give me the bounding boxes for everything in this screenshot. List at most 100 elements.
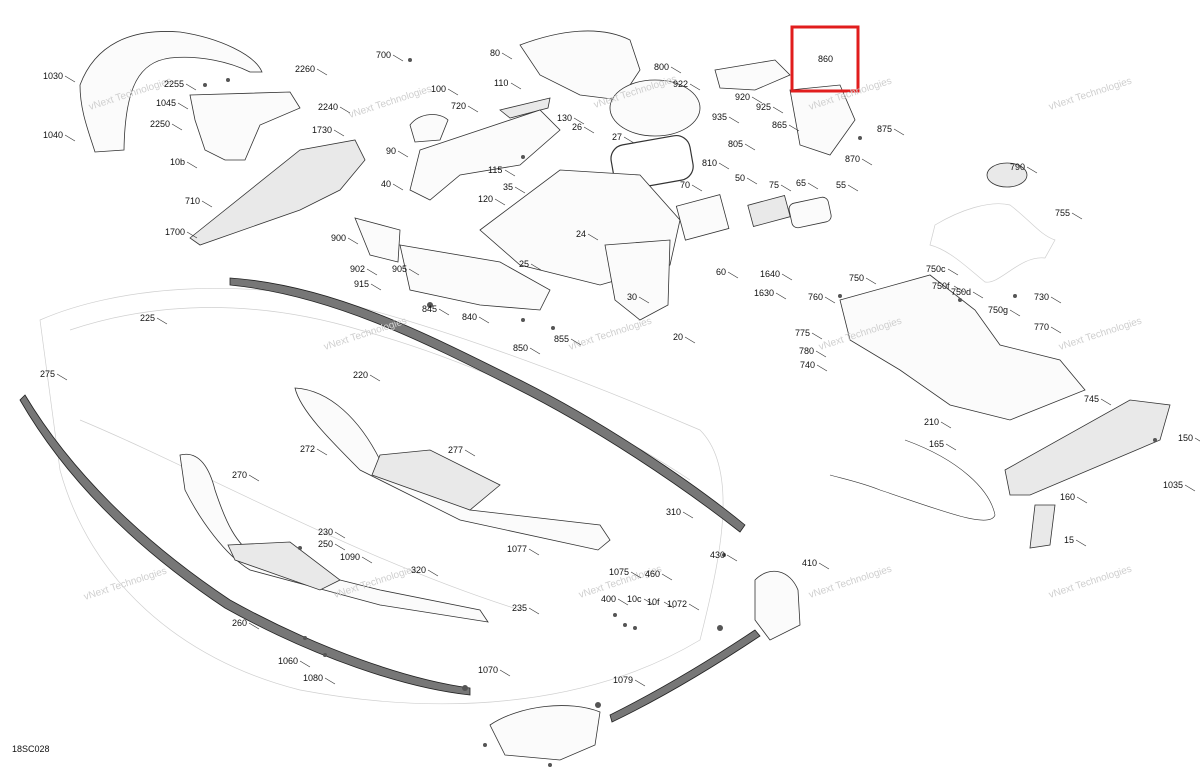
leader-line	[815, 350, 827, 358]
leader-line	[893, 128, 905, 136]
leader-line	[1184, 484, 1196, 492]
callout-1075: 1075	[609, 567, 629, 577]
leader-line	[369, 374, 381, 382]
watermark-text: vNext Technologies	[1058, 316, 1144, 353]
callout-1072: 1072	[667, 599, 687, 609]
callout-870: 870	[845, 154, 860, 164]
watermark-text: vNext Technologies	[323, 316, 409, 353]
leader-line	[727, 271, 739, 279]
highlight-box	[790, 25, 860, 93]
callout-730: 730	[1034, 292, 1049, 302]
leader-line	[530, 263, 542, 271]
callout-55: 55	[836, 180, 846, 190]
callout-710: 710	[185, 196, 200, 206]
leader-line	[587, 233, 599, 241]
leader-line	[64, 75, 76, 83]
callout-750c: 750c	[926, 264, 946, 274]
callout-65: 65	[796, 178, 806, 188]
leader-line	[499, 669, 511, 677]
leader-line	[728, 116, 740, 124]
callout-775: 775	[795, 328, 810, 338]
leader-line	[64, 134, 76, 142]
callout-745: 745	[1084, 394, 1099, 404]
part-1070-cover	[489, 705, 601, 761]
leader-line	[617, 598, 629, 606]
callout-26: 26	[572, 122, 582, 132]
leader-line	[339, 106, 351, 114]
leader-line	[392, 183, 404, 191]
leader-line	[397, 150, 409, 158]
part-800-lid	[609, 79, 701, 137]
watermark-text: vNext Technologies	[1048, 564, 1134, 601]
watermark-text: vNext Technologies	[83, 566, 169, 603]
callout-20: 20	[673, 332, 683, 342]
part-1090-strip-lower	[19, 394, 471, 696]
leader-line	[953, 285, 965, 293]
callout-10f: 10f	[647, 597, 660, 607]
callout-760: 760	[808, 292, 823, 302]
leader-line	[333, 129, 345, 137]
leader-line	[634, 679, 646, 687]
leader-line	[177, 102, 189, 110]
leader-line	[682, 511, 694, 519]
leader-line	[726, 554, 738, 562]
part-790-cap	[986, 162, 1028, 188]
callout-160: 160	[1060, 492, 1075, 502]
callout-220: 220	[353, 370, 368, 380]
callout-40: 40	[381, 179, 391, 189]
leader-line	[807, 182, 819, 190]
callout-750: 750	[849, 273, 864, 283]
leader-line	[670, 66, 682, 74]
leader-line	[746, 177, 758, 185]
part-1075-cover	[754, 570, 801, 641]
leader-line	[185, 83, 197, 91]
leader-line	[744, 143, 756, 151]
leader-line	[1071, 212, 1083, 220]
leader-line	[772, 106, 784, 114]
leader-line	[688, 603, 700, 611]
callout-1030: 1030	[43, 71, 63, 81]
callout-740: 740	[800, 360, 815, 370]
callout-720: 720	[451, 101, 466, 111]
hull-outline	[39, 287, 724, 705]
callout-460: 460	[645, 569, 660, 579]
leader-line	[661, 573, 673, 581]
callout-850: 850	[513, 343, 528, 353]
callout-272: 272	[300, 444, 315, 454]
callout-1070: 1070	[478, 665, 498, 675]
callout-60: 60	[716, 267, 726, 277]
leader-line	[201, 200, 213, 208]
part-210-step	[1004, 399, 1171, 496]
callout-1700: 1700	[165, 227, 185, 237]
leader-line	[811, 332, 823, 340]
callout-25: 25	[519, 259, 529, 269]
part-console-frame	[409, 109, 561, 201]
part-920-handle	[714, 59, 791, 91]
part-225-pad	[294, 387, 611, 551]
leader-line	[865, 277, 877, 285]
part-1060-strip	[609, 629, 761, 723]
part-2250-seat-base	[189, 91, 301, 161]
part-730-hose	[829, 439, 996, 521]
leader-line	[361, 556, 373, 564]
part-755-mat	[929, 203, 1056, 283]
callout-750f: 750f	[932, 281, 950, 291]
leader-line	[775, 292, 787, 300]
leader-line	[1050, 326, 1062, 334]
leader-line	[438, 308, 450, 316]
watermark-text: vNext Technologies	[568, 316, 654, 353]
callout-277: 277	[448, 445, 463, 455]
part-110-trim	[499, 97, 551, 119]
leader-line	[504, 169, 516, 177]
part-150-plate	[1029, 504, 1056, 549]
leader-line	[186, 231, 198, 239]
callout-925: 925	[756, 102, 771, 112]
watermark-text: vNext Technologies	[348, 84, 434, 121]
leader-line	[643, 598, 655, 606]
callout-115: 115	[488, 165, 502, 175]
callout-90: 90	[386, 146, 396, 156]
leader-line	[248, 474, 260, 482]
leader-line	[528, 607, 540, 615]
leader-line	[570, 338, 582, 346]
leader-line	[1076, 496, 1088, 504]
